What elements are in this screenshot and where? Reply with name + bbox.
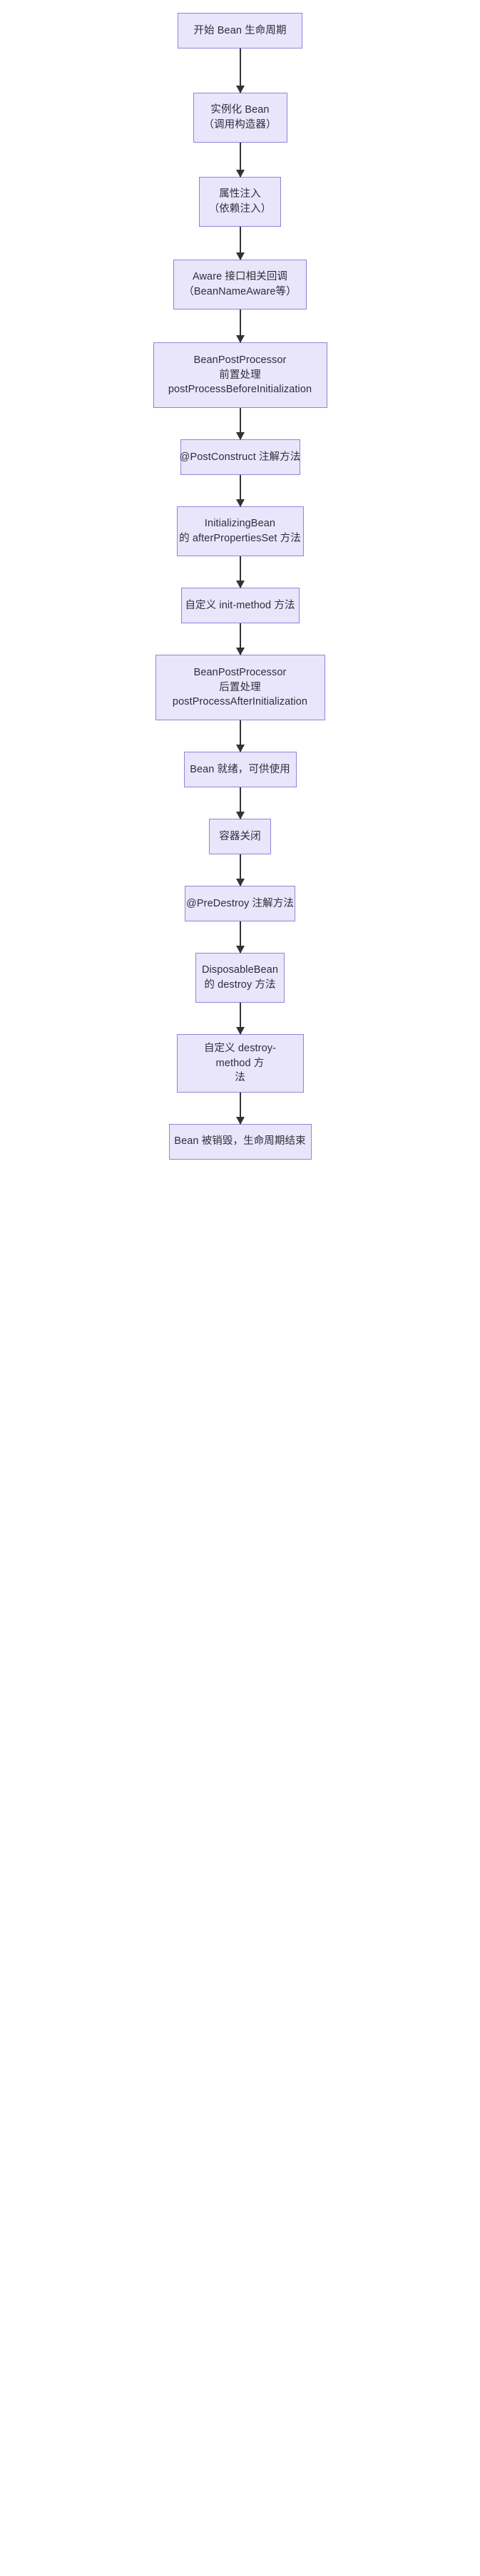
arrow-down-icon xyxy=(235,432,245,440)
flow-node-container-close[interactable]: 容器关闭 xyxy=(209,819,271,854)
flow-node-bpp-after-line-0: BeanPostProcessor xyxy=(193,667,287,679)
arrow-down-icon xyxy=(235,499,245,507)
flow-node-bpp-before-line-0: BeanPostProcessor xyxy=(193,354,287,367)
flow-edge-instantiate-to-populate xyxy=(235,143,245,178)
flow-node-destroy-method-line-1: 法 xyxy=(235,1072,245,1084)
flow-node-disposable-bean-line-1: 的 destroy 方法 xyxy=(204,979,276,991)
flow-node-start-line-0: 开始 Bean 生命周期 xyxy=(193,24,287,36)
flow-node-aware-line-0: Aware 接口相关回调 xyxy=(192,271,288,283)
flow-node-instantiate-line-0: 实例化 Bean xyxy=(210,104,270,116)
arrow-down-icon xyxy=(235,86,245,93)
flow-node-bpp-before-line-2: postProcessBeforeInitialization xyxy=(168,384,312,396)
arrow-down-icon xyxy=(235,648,245,655)
arrow-down-icon xyxy=(235,812,245,819)
flow-node-bpp-after-line-1: 后置处理 xyxy=(219,681,261,693)
flow-node-instantiate[interactable]: 实例化 Bean （调用构造器） xyxy=(193,93,287,143)
flow-edge-bpp-before-to-post-construct xyxy=(235,408,245,440)
flow-node-bpp-before-line-1: 前置处理 xyxy=(219,369,261,381)
flow-node-aware-line-1: （BeanNameAware等） xyxy=(183,286,297,297)
flow-node-container-close-line-0: 容器关闭 xyxy=(219,830,261,842)
flow-node-bpp-after-line-2: postProcessAfterInitialization xyxy=(172,696,308,708)
flow-node-bpp-before[interactable]: BeanPostProcessor 前置处理 postProcessBeforeIn… xyxy=(153,342,327,408)
flow-node-init-method-line-0: 自定义 init-method 方法 xyxy=(185,599,295,611)
flow-edge-post-construct-to-initializing-bean xyxy=(235,475,245,507)
flow-node-initializing-bean[interactable]: InitializingBean 的 afterPropertiesSet 方法 xyxy=(176,506,304,556)
flow-node-instantiate-line-1: （调用构造器） xyxy=(203,119,277,131)
arrow-down-icon xyxy=(235,879,245,886)
flow-node-destroyed-line-0: Bean 被销毁，生命周期结束 xyxy=(174,1135,306,1148)
flow-node-initializing-bean-line-0: InitializingBean xyxy=(204,518,276,530)
flow-edge-populate-to-aware xyxy=(235,227,245,260)
flow-edge-init-method-to-bpp-after xyxy=(235,623,245,655)
flow-node-destroy-method-line-0: 自定义 destroy-method 方 xyxy=(203,1043,277,1069)
flow-node-aware[interactable]: Aware 接口相关回调 （BeanNameAware等） xyxy=(173,260,307,310)
flow-node-populate[interactable]: 属性注入 （依赖注入） xyxy=(199,177,281,227)
flow-node-destroyed[interactable]: Bean 被销毁，生命周期结束 xyxy=(168,1123,312,1160)
flow-node-post-construct[interactable]: @PostConstruct 注解方法 xyxy=(180,439,300,475)
flow-node-pre-destroy[interactable]: @PreDestroy 注解方法 xyxy=(185,886,295,921)
flow-node-initializing-bean-line-1: 的 afterPropertiesSet 方法 xyxy=(179,533,301,544)
flow-edge-initializing-bean-to-init-method xyxy=(235,556,245,588)
flow-node-post-construct-line-0: @PostConstruct 注解方法 xyxy=(179,451,301,463)
arrow-down-icon xyxy=(235,946,245,954)
flow-node-disposable-bean-line-0: DisposableBean xyxy=(202,964,278,976)
flow-node-populate-line-0: 属性注入 xyxy=(219,188,261,200)
flow-node-pre-destroy-line-0: @PreDestroy 注解方法 xyxy=(186,897,294,909)
flow-edge-bpp-after-to-ready xyxy=(235,720,245,752)
flow-edge-destroy-method-to-destroyed xyxy=(235,1092,245,1125)
flow-edge-start-to-instantiate xyxy=(235,48,245,93)
flow-edge-aware-to-bpp-before xyxy=(235,310,245,343)
arrow-down-icon xyxy=(235,252,245,260)
flow-node-init-method[interactable]: 自定义 init-method 方法 xyxy=(180,588,300,623)
flow-node-bpp-after[interactable]: BeanPostProcessor 后置处理 postProcessAfterIni… xyxy=(155,655,325,720)
flow-node-start[interactable]: 开始 Bean 生命周期 xyxy=(178,13,302,48)
flow-edge-pre-destroy-to-disposable-bean xyxy=(235,921,245,954)
flow-node-populate-line-1: （依赖注入） xyxy=(208,203,272,215)
flow-node-disposable-bean[interactable]: DisposableBean 的 destroy 方法 xyxy=(195,953,285,1003)
flow-node-ready[interactable]: Bean 就绪，可供使用 xyxy=(183,752,297,787)
flow-node-ready-line-0: Bean 就绪，可供使用 xyxy=(190,763,290,775)
arrow-down-icon xyxy=(235,1027,245,1035)
flow-node-destroy-method[interactable]: 自定义 destroy-method 方法 xyxy=(176,1034,304,1093)
arrow-down-icon xyxy=(235,745,245,752)
arrow-down-icon xyxy=(235,335,245,343)
flow-edge-container-close-to-pre-destroy xyxy=(235,854,245,886)
flow-edge-disposable-bean-to-destroy-method xyxy=(235,1003,245,1035)
flow-edge-ready-to-container-close xyxy=(235,787,245,819)
arrow-down-icon xyxy=(235,581,245,588)
arrow-down-icon xyxy=(235,170,245,178)
arrow-down-icon xyxy=(235,1116,245,1125)
